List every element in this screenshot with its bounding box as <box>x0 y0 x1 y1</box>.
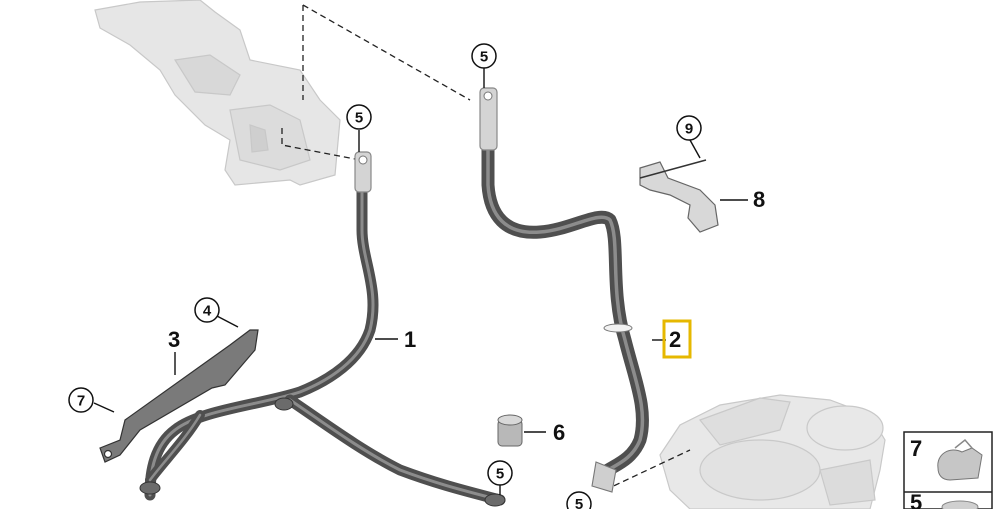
inset-label-5[interactable]: 5 <box>910 490 922 514</box>
starter-motor-ghost <box>659 394 886 510</box>
cap-6 <box>497 414 523 447</box>
leader-lines <box>93 68 748 495</box>
callout-9-text: 9 <box>685 121 693 138</box>
cable-1-clip <box>139 397 506 507</box>
callout-5-bottom-right[interactable]: 5 <box>566 491 592 514</box>
callout-5-bottom-right-text: 5 <box>575 496 583 509</box>
callout-5-mid[interactable]: 5 <box>346 104 372 130</box>
reference-lines <box>281 4 691 491</box>
cable-2-terminal-bottom <box>591 461 617 493</box>
cable-1 <box>144 184 506 506</box>
callout-8[interactable]: 8 <box>753 187 765 212</box>
callout-1[interactable]: 1 <box>404 327 416 352</box>
callout-4-text: 4 <box>203 303 212 320</box>
cable-2 <box>481 143 649 479</box>
callout-5-top[interactable]: 5 <box>471 43 497 69</box>
nut-5-icon <box>941 500 979 514</box>
callout-4[interactable]: 4 <box>194 297 220 323</box>
callout-5-bottom-left-text: 5 <box>496 466 504 483</box>
callout-3[interactable]: 3 <box>168 327 180 352</box>
callout-5-bottom-left[interactable]: 5 <box>487 460 513 486</box>
callout-9[interactable]: 9 <box>676 115 702 141</box>
inset-label-7[interactable]: 7 <box>910 436 922 461</box>
callout-7[interactable]: 7 <box>68 387 94 413</box>
callout-7-text: 7 <box>77 393 85 410</box>
clip-7-icon <box>937 438 983 481</box>
callout-2[interactable]: 2 <box>669 327 681 352</box>
engine-bracket-ghost <box>94 0 341 186</box>
callout-2-highlight[interactable]: 2 <box>662 319 692 359</box>
highlight-box <box>662 319 692 359</box>
cable-2-terminal-top <box>479 87 498 151</box>
bolt-9 <box>639 159 707 179</box>
callout-5-top-text: 5 <box>480 49 488 66</box>
callout-5-mid-text: 5 <box>355 110 363 127</box>
cable-1-terminal-top <box>354 151 372 193</box>
cable-2-band <box>603 323 633 333</box>
callout-6[interactable]: 6 <box>553 420 565 445</box>
bracket-3 <box>99 329 259 463</box>
inset-parts-box: 7 5 <box>903 431 993 514</box>
bracket-8 <box>639 161 719 233</box>
